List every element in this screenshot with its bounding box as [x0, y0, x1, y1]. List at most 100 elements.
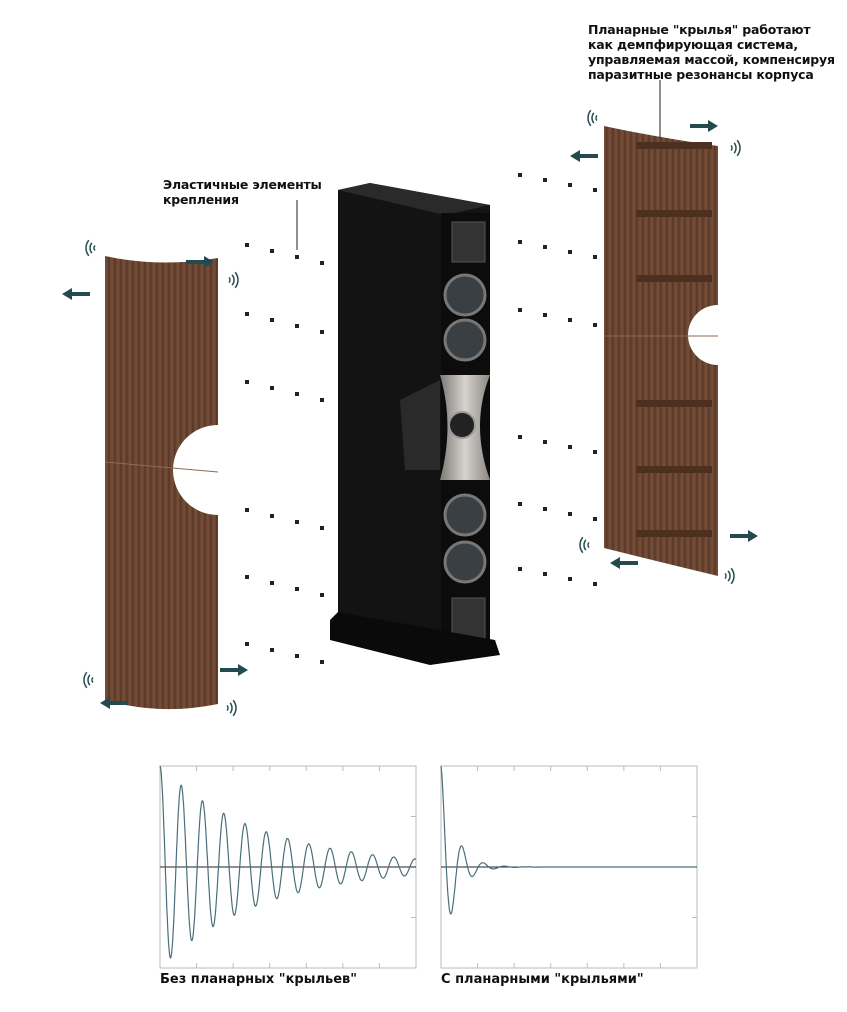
response-curve	[440, 765, 697, 915]
mount-dot	[295, 392, 299, 396]
vibration-wave-icon	[730, 144, 733, 152]
mount-dot	[568, 512, 572, 516]
mount-dot	[245, 312, 249, 316]
chart-with-wings	[440, 765, 698, 969]
vibration-wave-icon	[89, 242, 93, 254]
vibration-wave-icon	[724, 572, 727, 580]
chart-title-without-wings: Без планарных "крыльев"	[160, 972, 358, 987]
mount-dot	[518, 173, 522, 177]
vibration-wave-icon	[591, 112, 595, 124]
mount-dot	[543, 178, 547, 182]
mount-dot	[568, 445, 572, 449]
vibration-wave-icon	[85, 239, 90, 257]
mount-dot	[593, 255, 597, 259]
mount-dot	[270, 581, 274, 585]
vibration-wave-icon	[234, 271, 239, 289]
direction-arrow-icon	[570, 150, 598, 162]
vibration-wave-icon	[87, 674, 91, 686]
mount-dot	[295, 324, 299, 328]
vibration-wave-icon	[727, 570, 731, 582]
mount-dot	[593, 450, 597, 454]
response-curve	[159, 765, 417, 959]
mount-dot	[518, 502, 522, 506]
vibration-wave-icon	[232, 699, 237, 717]
mount-dot	[543, 313, 547, 317]
vibration-wave-icon	[583, 539, 587, 551]
left-wing-panel	[104, 256, 219, 710]
mount-dot	[593, 517, 597, 521]
mount-dot	[270, 249, 274, 253]
mount-dot	[593, 323, 597, 327]
mounts-caption: Эластичные элементы крепления	[163, 177, 322, 207]
speaker-cabinet	[330, 183, 500, 665]
mount-dot	[320, 398, 324, 402]
vibration-wave-icon	[595, 114, 598, 122]
mount-dot	[568, 318, 572, 322]
caption-line: паразитные резонансы корпуса	[588, 67, 814, 82]
mount-dot	[320, 261, 324, 265]
vibration-wave-icon	[733, 142, 737, 154]
direction-arrow-icon	[100, 697, 128, 709]
mount-dot	[295, 520, 299, 524]
direction-arrow-icons	[62, 120, 758, 709]
mount-dot	[270, 318, 274, 322]
direction-arrow-icon	[730, 530, 758, 542]
mount-dot	[543, 245, 547, 249]
mount-dot	[245, 642, 249, 646]
vibration-wave-icons	[83, 109, 741, 717]
mount-dot	[270, 648, 274, 652]
mount-dot	[568, 183, 572, 187]
chart-without-wings	[159, 765, 417, 969]
vibration-wave-icon	[587, 541, 590, 549]
chart-title-with-wings: С планарными "крыльями"	[441, 972, 644, 987]
caption-line: Эластичные элементы	[163, 177, 322, 192]
direction-arrow-icon	[186, 256, 214, 268]
mount-dot	[568, 577, 572, 581]
right-wing-panel	[604, 126, 718, 576]
caption-line: крепления	[163, 192, 239, 207]
caption-line: как демпфирующая система,	[588, 37, 798, 52]
mount-dot	[518, 308, 522, 312]
mount-dot	[320, 660, 324, 664]
vibration-wave-icon	[231, 274, 235, 286]
caption-line: управляемая массой, компенсируя	[588, 52, 835, 67]
mount-dot	[568, 250, 572, 254]
mount-dot	[295, 587, 299, 591]
caption-line: Планарные "крылья" работают	[588, 22, 811, 37]
mount-dot	[245, 575, 249, 579]
mount-dot	[245, 243, 249, 247]
vibration-wave-icon	[229, 702, 233, 714]
vibration-wave-icon	[228, 276, 231, 284]
mount-dot	[543, 572, 547, 576]
direction-arrow-icon	[62, 288, 90, 300]
mount-dot	[543, 440, 547, 444]
mount-dot	[593, 582, 597, 586]
mount-dot	[245, 380, 249, 384]
direction-arrow-icon	[610, 557, 638, 569]
mount-dot	[593, 188, 597, 192]
vibration-wave-icon	[730, 567, 735, 585]
vibration-wave-icon	[579, 536, 584, 554]
mount-dot	[270, 514, 274, 518]
mount-dot	[518, 435, 522, 439]
mount-dot	[320, 330, 324, 334]
wings-caption: Планарные "крылья" работают как демпфиру…	[588, 22, 835, 82]
vibration-wave-icon	[93, 244, 96, 252]
mount-dot	[245, 508, 249, 512]
direction-arrow-icon	[220, 664, 248, 676]
mount-dot	[518, 567, 522, 571]
vibration-wave-icon	[736, 139, 741, 157]
vibration-wave-icon	[587, 109, 592, 127]
vibration-wave-icon	[91, 676, 94, 684]
mount-dot	[543, 507, 547, 511]
mount-dot	[295, 654, 299, 658]
direction-arrow-icon	[690, 120, 718, 132]
vibration-wave-icon	[226, 704, 229, 712]
vibration-wave-icon	[83, 671, 88, 689]
mount-dot	[270, 386, 274, 390]
mount-dot	[518, 240, 522, 244]
mount-dot	[295, 255, 299, 259]
elastic-mount-dots	[245, 173, 597, 664]
